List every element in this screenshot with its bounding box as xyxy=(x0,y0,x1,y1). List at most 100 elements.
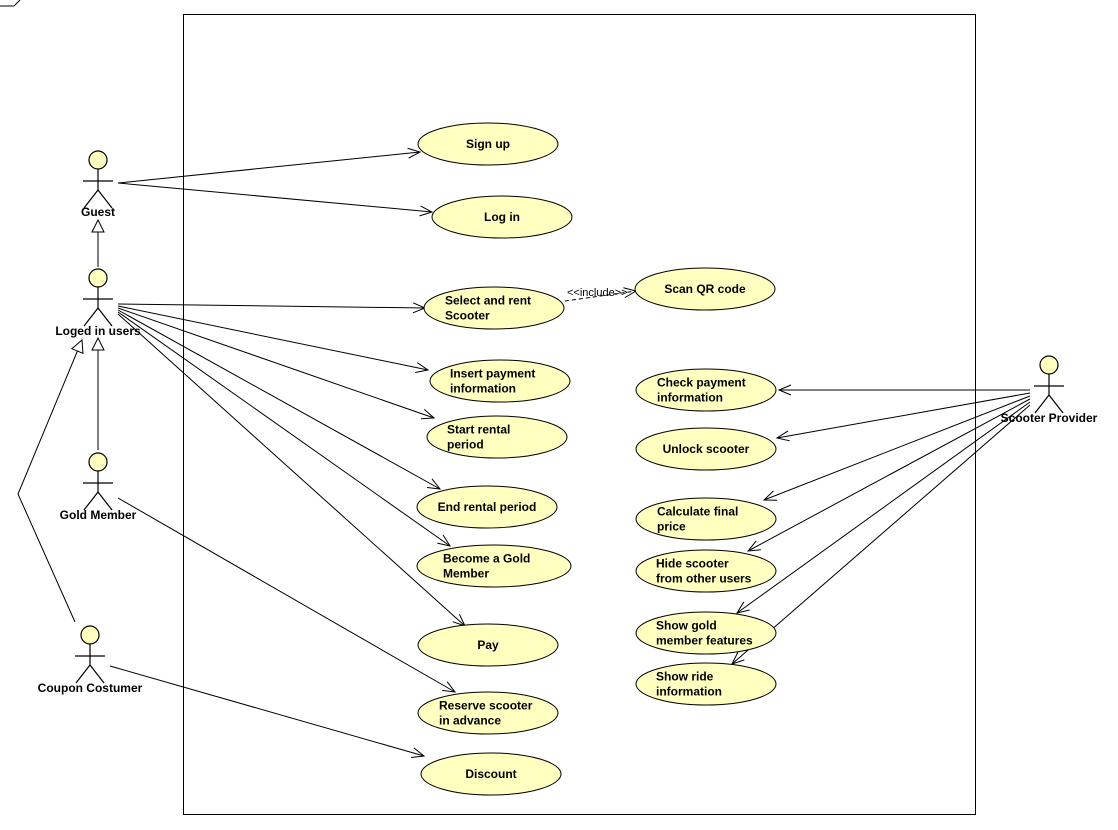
assoc-coupon-discount xyxy=(109,665,424,756)
usecase-label: End rental period xyxy=(438,500,537,514)
generalizations xyxy=(17,220,98,623)
usecase-ellipse xyxy=(417,122,559,166)
usecase-label-line: Member xyxy=(443,567,489,581)
actor-left-leg xyxy=(1034,394,1050,414)
associations xyxy=(109,152,1031,756)
usecase-label: Pay xyxy=(477,638,499,652)
usecase-end-rental: End rental period xyxy=(416,485,558,529)
usecase-label-line: Log in xyxy=(484,210,520,224)
usecase-label-line: Sign up xyxy=(466,137,510,151)
usecase-ellipse xyxy=(635,427,777,471)
gen-coupon-user xyxy=(17,340,82,623)
usecase-label-line: Hide scooter xyxy=(656,557,729,571)
actor-label: Gold Member xyxy=(60,508,137,522)
assoc-provider-hide xyxy=(748,398,1031,551)
usecase-ellipse xyxy=(635,368,777,412)
usecase-ellipse xyxy=(635,549,777,593)
actor-label: Coupon Costumer xyxy=(38,681,143,695)
usecase-ellipse xyxy=(429,359,571,403)
usecase-scanqr: Scan QR code xyxy=(634,267,776,311)
assoc-provider-unlock xyxy=(777,392,1031,438)
usecase-label-line: Calculate final xyxy=(657,505,738,519)
usecase-signup: Sign up xyxy=(417,122,559,166)
system-boundary xyxy=(183,14,976,815)
usecase-label-line: End rental period xyxy=(438,500,537,514)
usecase-pay: Pay xyxy=(417,623,559,667)
include-dependency xyxy=(564,291,636,302)
usecase-label: Discount xyxy=(465,767,516,781)
usecase-ellipse xyxy=(420,752,562,796)
usecase-label-line: Check payment xyxy=(657,376,746,390)
usecase-login: Log in xyxy=(431,195,573,239)
actor-left-leg xyxy=(83,189,99,209)
usecase-ellipse xyxy=(635,497,777,541)
usecase-label-line: Scooter xyxy=(445,309,490,323)
usecase-discount: Discount xyxy=(420,752,562,796)
actor-head xyxy=(88,452,108,472)
usecase-label-line: Show gold xyxy=(656,619,717,633)
usecase-label-line: Insert payment xyxy=(450,367,535,381)
actor-head xyxy=(80,625,100,645)
assoc-provider-showride xyxy=(732,404,1031,664)
usecase-ellipse xyxy=(635,662,777,706)
usecase-label-line: in advance xyxy=(439,714,501,728)
assoc-guest-signup xyxy=(117,152,420,184)
usecase-label: Scan QR code xyxy=(664,282,746,296)
usecase-label-line: Select and rent xyxy=(445,294,531,308)
usecase-label-line: Pay xyxy=(477,638,499,652)
actor-left-leg xyxy=(83,307,99,327)
usecase-unlock: Unlock scooter xyxy=(635,427,777,471)
usecase-label-line: Reserve scooter xyxy=(439,699,533,713)
actor-left-leg xyxy=(83,491,99,511)
assoc-user-pay xyxy=(117,313,465,626)
assoc-gold-reserve xyxy=(117,497,455,692)
usecase-label-line: information xyxy=(656,685,722,699)
usecase-ellipse xyxy=(431,195,573,239)
actor-right-leg xyxy=(97,491,113,511)
actor-label: Scooter Provider xyxy=(1001,411,1098,425)
usecase-label-line: information xyxy=(657,391,723,405)
actor-right-leg xyxy=(1048,394,1064,414)
usecase-label: Sign up xyxy=(466,137,510,151)
actor-label: Loged in users xyxy=(55,324,141,338)
actor-right-leg xyxy=(97,307,113,327)
actor-gold-member: Gold Member xyxy=(60,452,137,522)
include-label: <<include>> xyxy=(567,287,628,299)
usecase-ellipse xyxy=(417,623,559,667)
usecase-label-line: information xyxy=(450,382,516,396)
actor-guest: Guest xyxy=(81,150,115,219)
assoc-user-end xyxy=(117,309,440,489)
actor-head xyxy=(1039,355,1059,375)
usecase-ellipse xyxy=(423,286,565,330)
assoc-user-gold xyxy=(117,311,450,546)
usecase-ellipse xyxy=(416,544,572,588)
actor-head xyxy=(88,150,108,170)
usecase-ellipse xyxy=(635,611,777,655)
assoc-user-select xyxy=(117,304,425,308)
usecase-ellipse xyxy=(634,267,776,311)
actor-coupon-costumer: Coupon Costumer xyxy=(38,625,143,695)
usecase-label-line: Become a Gold xyxy=(443,552,530,566)
usecase-label-line: Unlock scooter xyxy=(663,442,750,456)
actor-label: Guest xyxy=(81,205,115,219)
usecase-ellipse xyxy=(417,691,559,735)
usecase-label: Unlock scooter xyxy=(663,442,750,456)
assoc-user-start xyxy=(117,307,434,418)
usecase-label-line: Scan QR code xyxy=(664,282,746,296)
actor-logged-in-users: Loged in users xyxy=(55,268,141,338)
